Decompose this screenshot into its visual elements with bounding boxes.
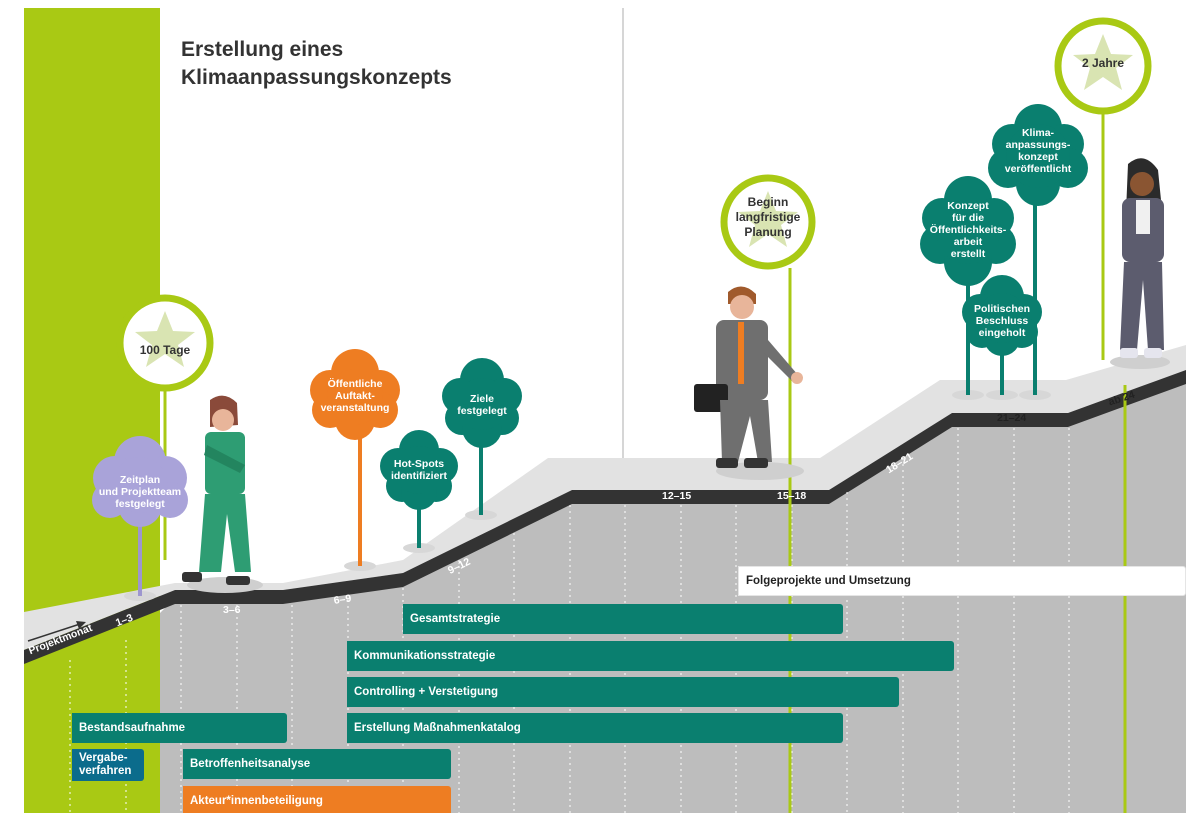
ziele-line-2: festgelegt [457, 405, 507, 417]
bar-kommunikationsstrategie: Kommunikationsstrategie [347, 641, 954, 671]
milestone-2-jahre [1054, 17, 1152, 115]
bubble-ziele-label: Ziele festgelegt [442, 393, 522, 417]
tree-auftakt [310, 349, 400, 571]
auftakt-line-1: Öffentliche [327, 378, 383, 390]
road-bevel [24, 345, 1186, 650]
beschluss-line-3: eingeholt [978, 327, 1026, 339]
tree-ziele [442, 358, 522, 520]
beschluss-line-2: Beschluss [975, 315, 1029, 327]
bubble-hotspots-label: Hot-Spots identifiziert [379, 458, 459, 482]
milestone-100-tage [116, 294, 214, 392]
tree-hotspots [380, 430, 458, 553]
bar-controlling: Controlling + Verstetigung [347, 677, 899, 707]
star-icon [1073, 34, 1133, 90]
bubble-oeffentlichkeit-label: Konzept für die Öffentlichkeits- arbeit … [918, 200, 1018, 260]
milestone-jahre-label: 2 Jahre [1081, 56, 1125, 70]
road-label-6-9: 6–9 [333, 592, 353, 607]
oeffentlichkeit-line-3: Öffentlichkeits- [929, 224, 1007, 236]
milestone-beginn [720, 174, 816, 270]
road-label-21-24: 21–24 [997, 412, 1027, 424]
milestone-beginn-label: Beginn langfristige Planung [728, 195, 808, 240]
zeitplan-line-2: und Projektteam [98, 486, 182, 498]
bar-betroffenheitsanalyse: Betroffenheitsanalyse [183, 749, 451, 779]
star-icon [738, 191, 798, 247]
klima-line-3: konzept [1018, 151, 1058, 163]
bar-akteurinnenbeteiligung: Akteur*innenbeteiligung [183, 786, 451, 813]
bar-massnahmenkatalog: Erstellung Maßnahmenkatalog [347, 713, 843, 743]
star-icon [135, 311, 195, 367]
oeffentlichkeit-line-2: für die [951, 212, 985, 224]
bubble-klima-label: Klima- anpassungs- konzept veröffentlich… [988, 127, 1088, 175]
bubble-auftakt-label: Öffentliche Auftakt- veranstaltung [305, 378, 405, 414]
hotspots-line-2: identifiziert [390, 470, 447, 482]
road-label-3-6: 3–6 [223, 604, 241, 616]
beginn-line-3: Planung [744, 225, 792, 239]
road [24, 370, 1186, 664]
bubble-zeitplan-label: Zeitplan und Projektteam festgelegt [90, 474, 190, 510]
ziele-line-1: Ziele [470, 393, 494, 405]
projektmonat-arrow [27, 621, 86, 642]
tree-zeitplan [92, 436, 188, 601]
tree-beschluss [962, 275, 1042, 400]
klima-line-4: veröffentlicht [1004, 163, 1072, 175]
klima-line-1: Klima- [1021, 127, 1055, 139]
person-man-middle [694, 286, 804, 480]
tree-klima [988, 104, 1088, 400]
oeffentlichkeit-line-5: erstellt [950, 248, 986, 260]
auftakt-line-2: Auftakt- [335, 390, 375, 402]
road-label-12-15: 12–15 [662, 490, 692, 502]
oeffentlichkeit-line-1: Konzept [947, 200, 989, 212]
title-line-2: Klimaanpassungskonzepts [181, 66, 452, 89]
beschluss-line-1: Politischen [973, 303, 1030, 315]
person-woman-left [182, 395, 263, 593]
person-woman-right [1110, 158, 1170, 369]
klima-line-2: anpassungs- [1005, 139, 1071, 151]
title-line-1: Erstellung eines [181, 38, 344, 61]
hotspots-line-1: Hot-Spots [393, 458, 445, 470]
auftakt-line-3: veranstaltung [320, 402, 390, 414]
zeitplan-line-3: festgelegt [115, 498, 165, 510]
oeffentlichkeit-line-4: arbeit [953, 236, 983, 248]
bar-bestandsaufnahme: Bestandsaufnahme [72, 713, 287, 743]
page-title: Erstellung eines Klimaanpassungskonzepts [181, 36, 452, 92]
zeitplan-line-1: Zeitplan [119, 474, 161, 486]
bubble-beschluss-label: Politischen Beschluss eingeholt [962, 303, 1042, 339]
bar-gesamtstrategie: Gesamtstrategie [403, 604, 843, 634]
green-band [24, 8, 160, 813]
beginn-line-2: langfristige [735, 210, 801, 224]
beginn-line-1: Beginn [747, 195, 789, 209]
milestone-100-label: 100 Tage [139, 343, 191, 357]
bar-vergabeverfahren: Vergabe-verfahren [72, 749, 144, 781]
bar-folgeprojekte: Folgeprojekte und Umsetzung [738, 566, 1186, 596]
road-label-15-18: 15–18 [777, 490, 807, 502]
